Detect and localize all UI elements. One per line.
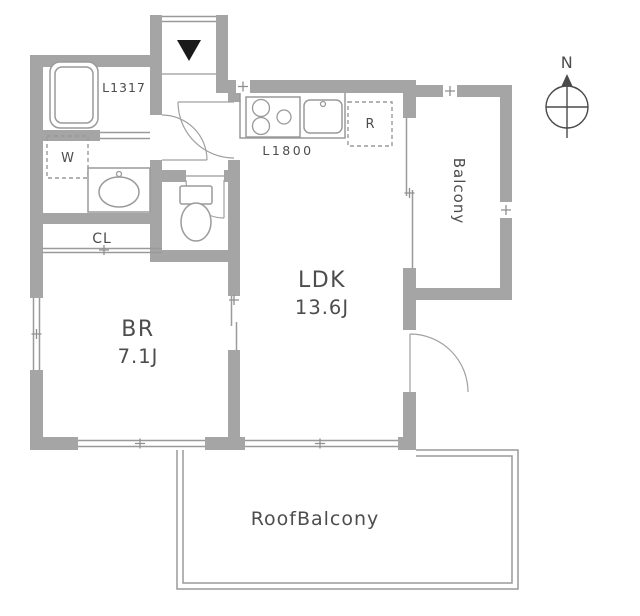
- kitchen-label: L1800: [262, 143, 313, 158]
- entrance-marker-icon: [177, 40, 201, 61]
- compass-north-arrow: [561, 74, 573, 86]
- closet-front-line: [42, 247, 162, 254]
- wall-ticks: [31, 81, 511, 449]
- window-br-south: [78, 439, 205, 448]
- stove-icon: [245, 96, 301, 138]
- entrance: [162, 15, 216, 75]
- sliding-door-br-ldk: [230, 296, 238, 350]
- toilet-room: [179, 185, 213, 242]
- toilet-tank-icon: [179, 185, 213, 205]
- stove-burner-icon: [251, 98, 271, 118]
- window-ldk-south: [245, 439, 398, 448]
- closet-label: CL: [92, 231, 112, 247]
- stove-burner-icon: [251, 116, 271, 136]
- entrance-door-line: [162, 15, 216, 23]
- br-name: BR: [121, 317, 154, 342]
- kitchen-counter: [239, 93, 346, 139]
- door-arc-roof-balcony: [409, 333, 469, 393]
- kitchen: [239, 93, 393, 147]
- bathtub-inner: [54, 66, 94, 124]
- vanity-faucet-icon: [115, 170, 123, 178]
- washing-machine-label: W: [61, 151, 74, 166]
- roof-balcony-label: RoofBalcony: [251, 508, 380, 530]
- compass-north-label: N: [561, 53, 573, 72]
- vanity-icon: [87, 167, 151, 213]
- sliding-door-balcony: [405, 118, 414, 268]
- walls: [30, 15, 512, 450]
- bathtub-label: L1317: [102, 80, 146, 95]
- bathroom: [49, 61, 99, 129]
- br-size: 7.1J: [118, 345, 159, 368]
- compass-icon: [545, 74, 589, 138]
- washroom: [46, 135, 151, 213]
- ldk-name: LDK: [298, 268, 346, 293]
- door-swings: [161, 101, 469, 393]
- roof-balcony-outline: [176, 449, 519, 590]
- refrigerator-label: R: [365, 117, 374, 132]
- door-arc-washroom: [161, 114, 208, 161]
- toilet-bowl-icon: [180, 202, 212, 242]
- bathroom-door-line: [100, 131, 150, 140]
- sink-faucet-icon: [319, 100, 327, 108]
- stove-burner-icon: [276, 109, 292, 125]
- door-arc-ldk: [177, 101, 235, 159]
- ldk-size: 13.6J: [295, 296, 349, 319]
- balcony-label: Balcony: [450, 158, 468, 224]
- refrigerator-box: [347, 101, 393, 147]
- kitchen-sink-icon: [303, 99, 343, 134]
- windows: [32, 118, 414, 448]
